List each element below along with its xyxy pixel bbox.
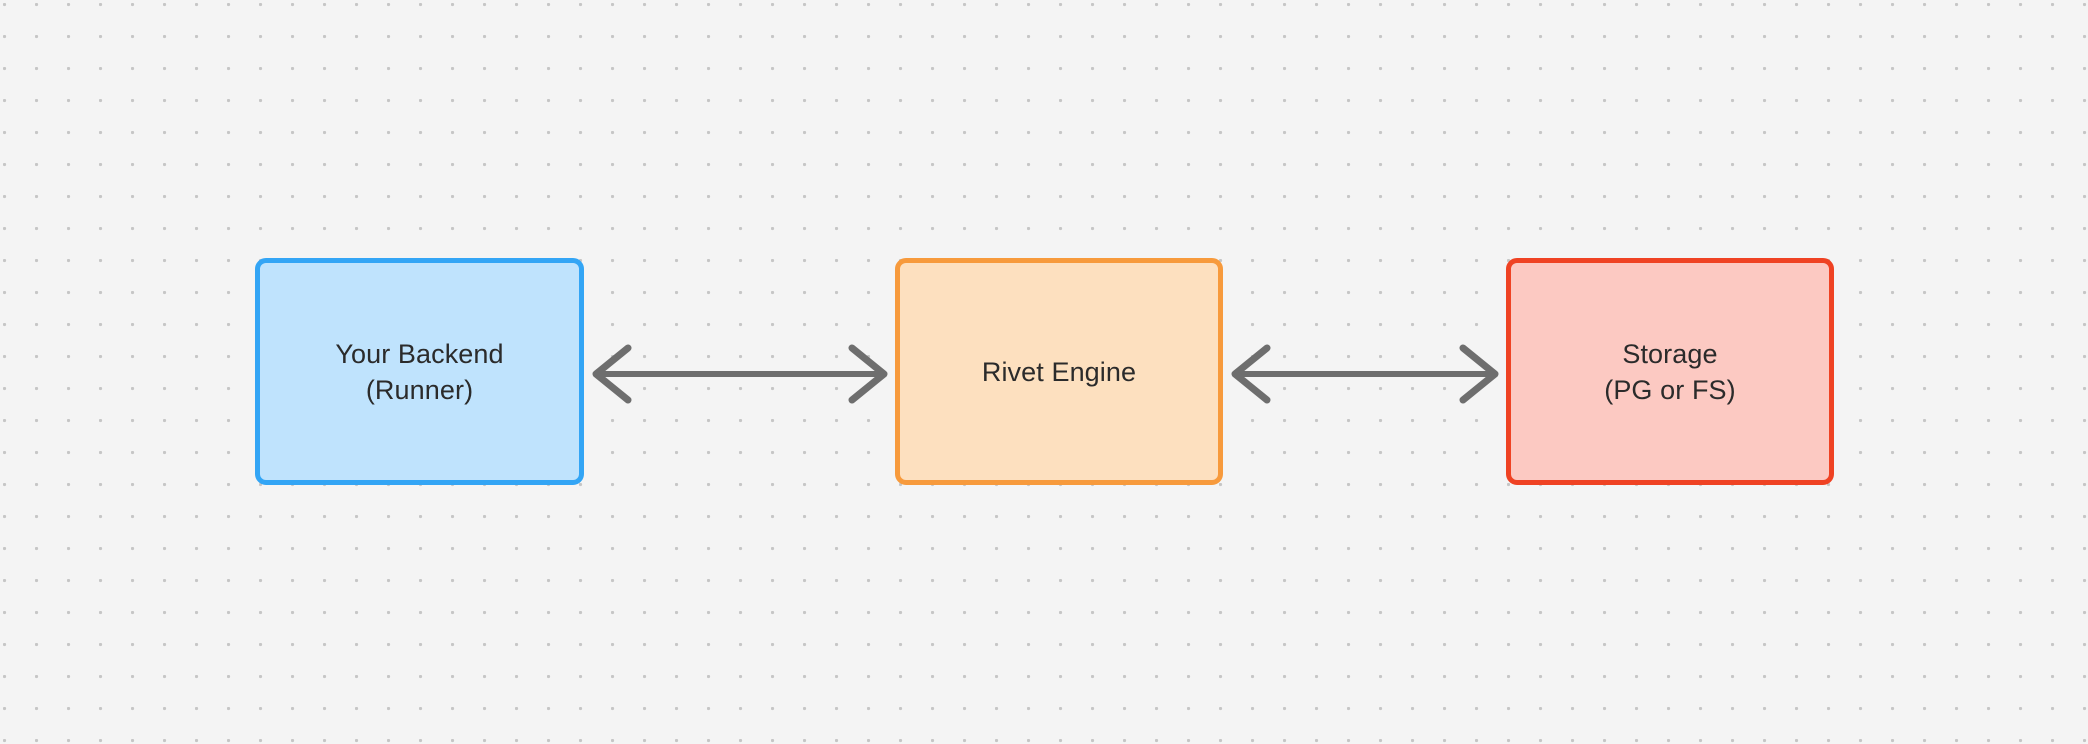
diagram-node-storage-label: Storage (PG or FS) (1604, 338, 1736, 405)
diagram-node-storage[interactable]: Storage (PG or FS) (1506, 258, 1834, 485)
diagram-node-engine[interactable]: Rivet Engine (895, 258, 1223, 485)
arrowhead-left-icon (1231, 344, 1271, 404)
diagram-node-backend-label: Your Backend (Runner) (335, 338, 504, 405)
diagram-node-backend[interactable]: Your Backend (Runner) (255, 258, 584, 485)
arrowhead-right-icon (1459, 344, 1499, 404)
diagram-edge-backend-engine[interactable] (584, 340, 896, 408)
arrowhead-right-icon (848, 344, 888, 404)
arrowhead-left-icon (592, 344, 632, 404)
diagram-edge-engine-storage[interactable] (1223, 340, 1507, 408)
diagram-node-engine-label: Rivet Engine (981, 356, 1137, 387)
